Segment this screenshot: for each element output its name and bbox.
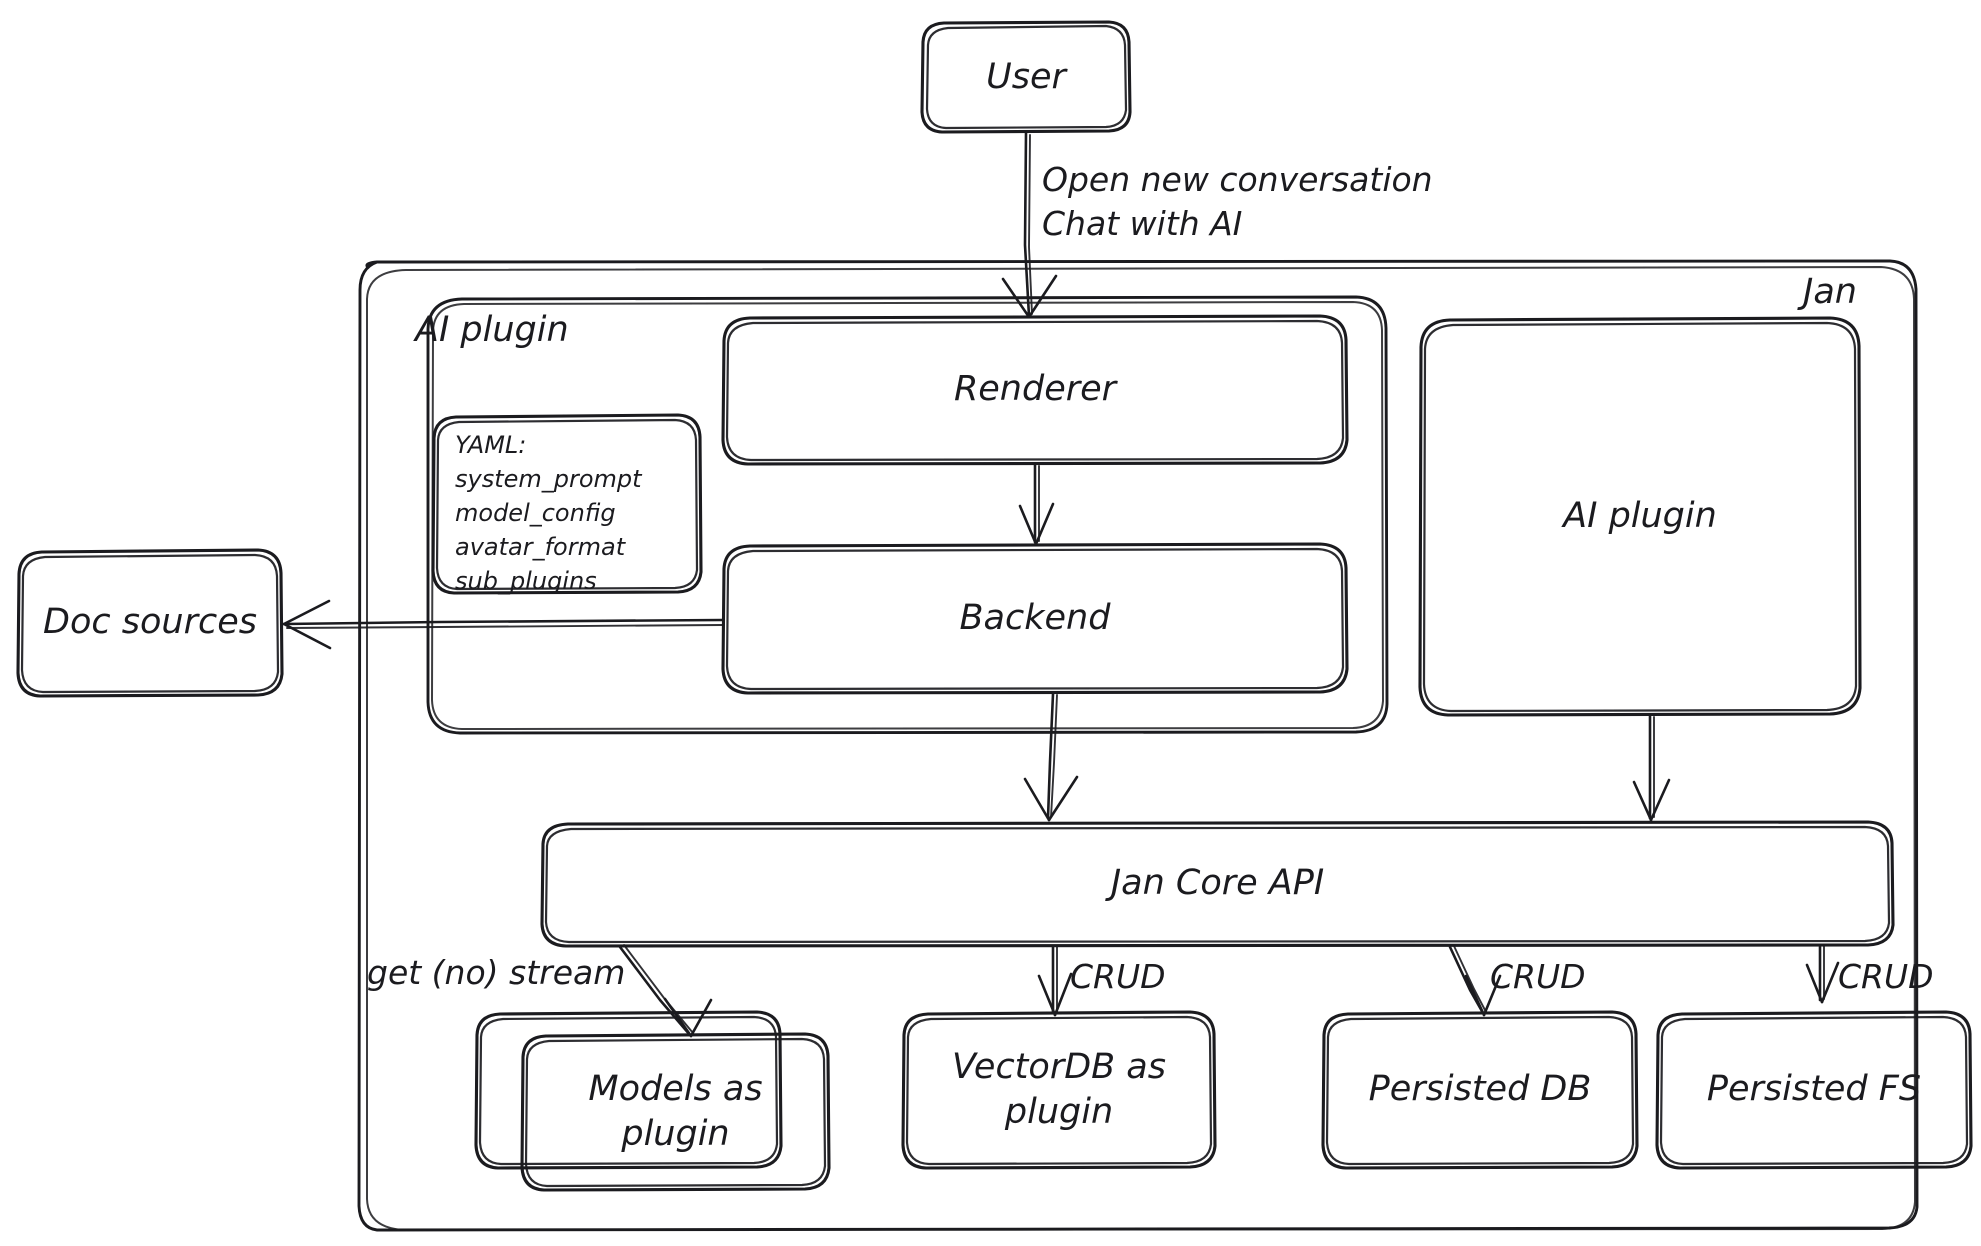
edge-core-to-models <box>618 944 713 1038</box>
jan-container-shape <box>357 259 1919 1232</box>
ai-plugin-group-shape <box>426 295 1389 735</box>
ai-plugin-box-shape <box>1418 316 1862 717</box>
yaml-note-box-shape <box>431 413 703 595</box>
edge-user-to-renderer <box>1001 131 1058 319</box>
edge-label-crud-persisted-fs: CRUD <box>1838 957 1934 996</box>
persisted-db-box-shape <box>1321 1010 1639 1170</box>
edge-core-to-vectordb <box>1037 945 1073 1017</box>
models-plugin-front-card-shape <box>520 1032 831 1192</box>
edge-label-crud-vectordb: CRUD <box>1070 957 1166 996</box>
edge-backend-to-core-api <box>1023 692 1079 822</box>
edge-core-to-persisted-db <box>1448 945 1502 1017</box>
doc-sources-box-shape <box>16 548 284 698</box>
user-box-shape <box>920 20 1132 134</box>
ai-plugin-group-label: AI plugin <box>415 310 569 350</box>
edge-label-get-no-stream: get (no) stream <box>367 953 626 992</box>
edge-ai-plugin-to-core-api <box>1632 714 1671 822</box>
persisted-fs-box-shape <box>1655 1010 1973 1170</box>
edge-label-crud-persisted-db: CRUD <box>1490 957 1586 996</box>
renderer-box-shape <box>721 314 1349 466</box>
yaml-note-text: YAML: system_prompt model_config avatar_… <box>455 431 642 596</box>
edge-backend-to-doc-sources <box>282 599 724 650</box>
jan-core-api-box-shape <box>540 820 1895 948</box>
edge-label-user-to-renderer: Open new conversation Chat with AI <box>1042 160 1433 243</box>
vectordb-plugin-box-shape <box>901 1010 1217 1170</box>
jan-container-label: Jan <box>1803 272 1857 312</box>
models-plugin-back-card-shape <box>474 1010 783 1170</box>
backend-box-shape <box>721 542 1349 695</box>
edge-renderer-to-backend <box>1018 463 1055 546</box>
edge-core-to-persisted-fs <box>1805 945 1840 1004</box>
